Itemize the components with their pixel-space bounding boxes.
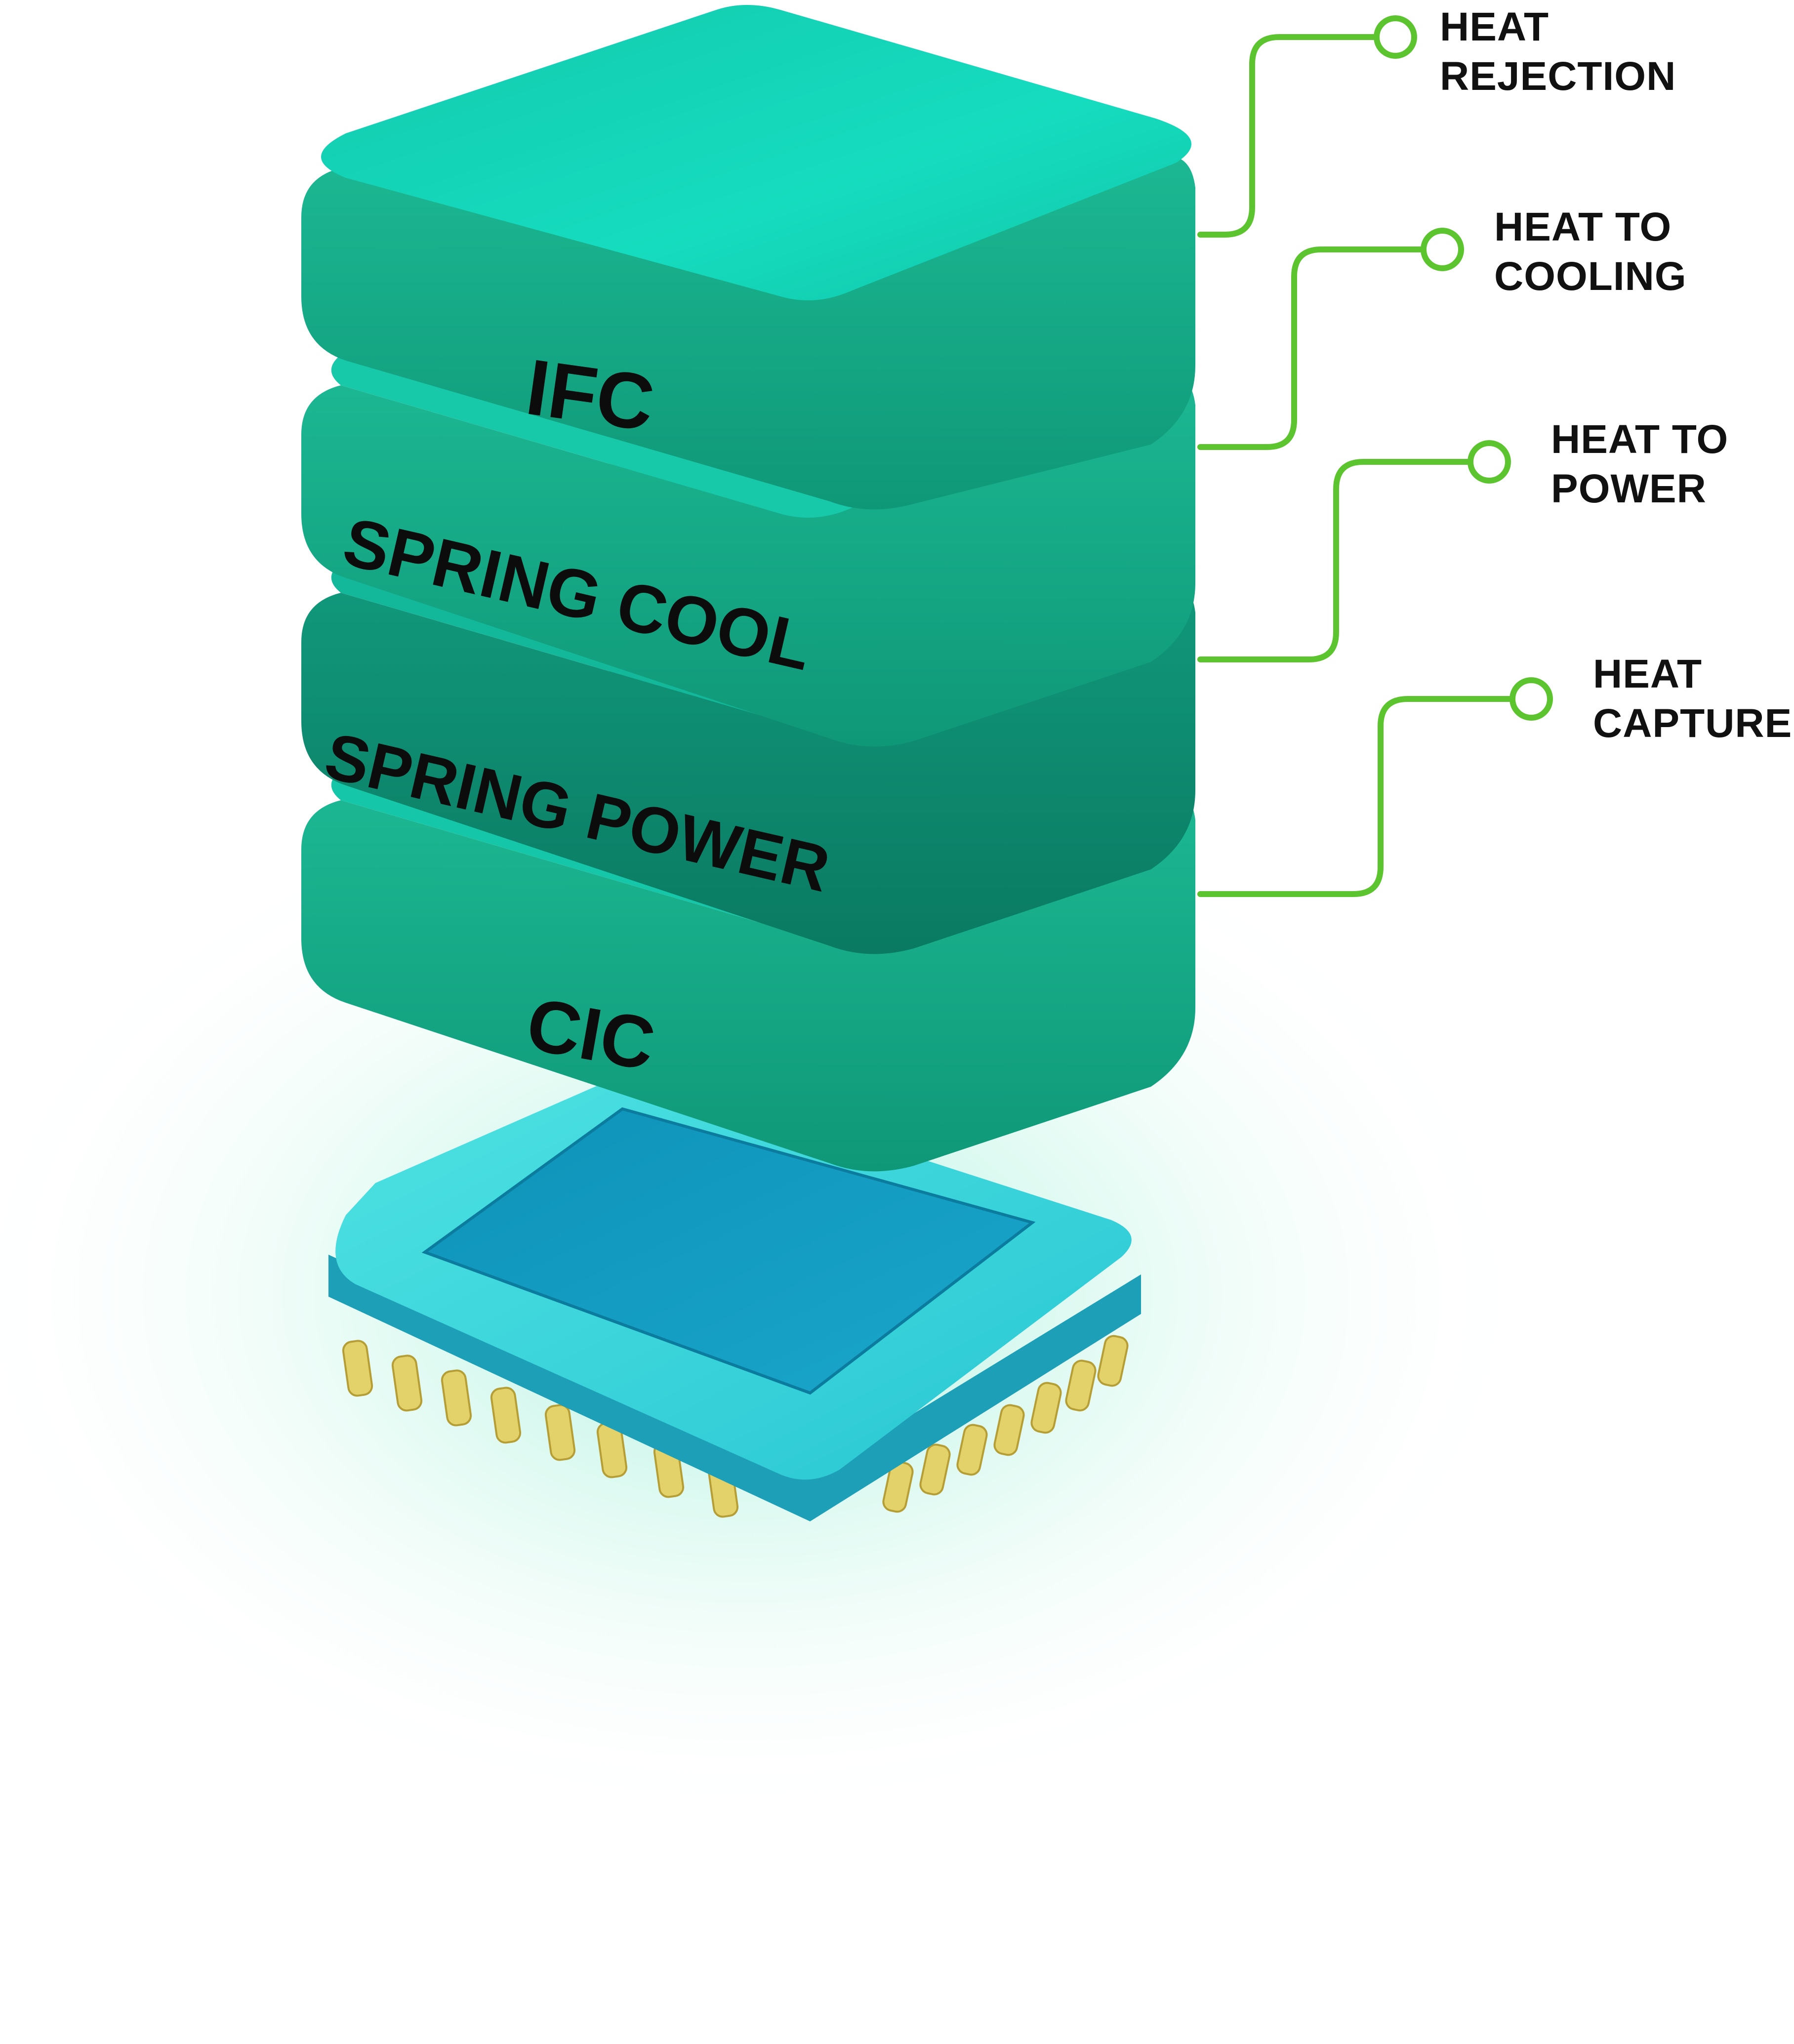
callout-heat-capture-line1: HEAT <box>1593 652 1703 696</box>
callout-line-heat-to-cooling <box>1197 246 1426 450</box>
callout-line-heat-capture <box>1197 696 1514 897</box>
callout-heat-capture-line2: CAPTURE <box>1593 701 1793 746</box>
callout-heat-rejection-line1: HEAT <box>1440 4 1549 49</box>
chip-die <box>421 1107 1036 1395</box>
callout-heat-rejection: HEAT REJECTION <box>1440 2 1676 101</box>
chip-pins-right <box>882 1335 1129 1513</box>
callout-heat-to-power-line1: HEAT TO <box>1551 417 1729 462</box>
chip-pins-left <box>342 1340 739 1518</box>
callout-heat-to-cooling-line2: COOLING <box>1494 254 1687 299</box>
callout-line-heat-rejection <box>1197 34 1379 238</box>
chip-body-side <box>328 1255 1141 1521</box>
callout-heat-to-cooling-line1: HEAT TO <box>1494 204 1672 249</box>
callout-dots <box>1374 15 1553 721</box>
callout-lines <box>1197 34 1514 897</box>
callout-dot-icon <box>1374 15 1417 59</box>
callout-heat-rejection-line2: REJECTION <box>1440 54 1676 99</box>
layer-ifc: IFC <box>301 5 1195 510</box>
layer-label-ifc: IFC <box>521 342 659 448</box>
callout-dot-icon <box>1421 228 1464 271</box>
callout-heat-capture: HEAT CAPTURE <box>1593 650 1792 748</box>
callout-heat-to-power-line2: POWER <box>1551 466 1707 512</box>
callout-dot-icon <box>1468 440 1511 484</box>
microchip-icon <box>328 1072 1141 1521</box>
callout-dot-icon <box>1509 677 1553 721</box>
callout-heat-to-power: HEAT TO POWER <box>1551 415 1728 514</box>
callout-line-heat-to-power <box>1197 459 1472 662</box>
callout-heat-to-cooling: HEAT TO COOLING <box>1494 203 1687 301</box>
